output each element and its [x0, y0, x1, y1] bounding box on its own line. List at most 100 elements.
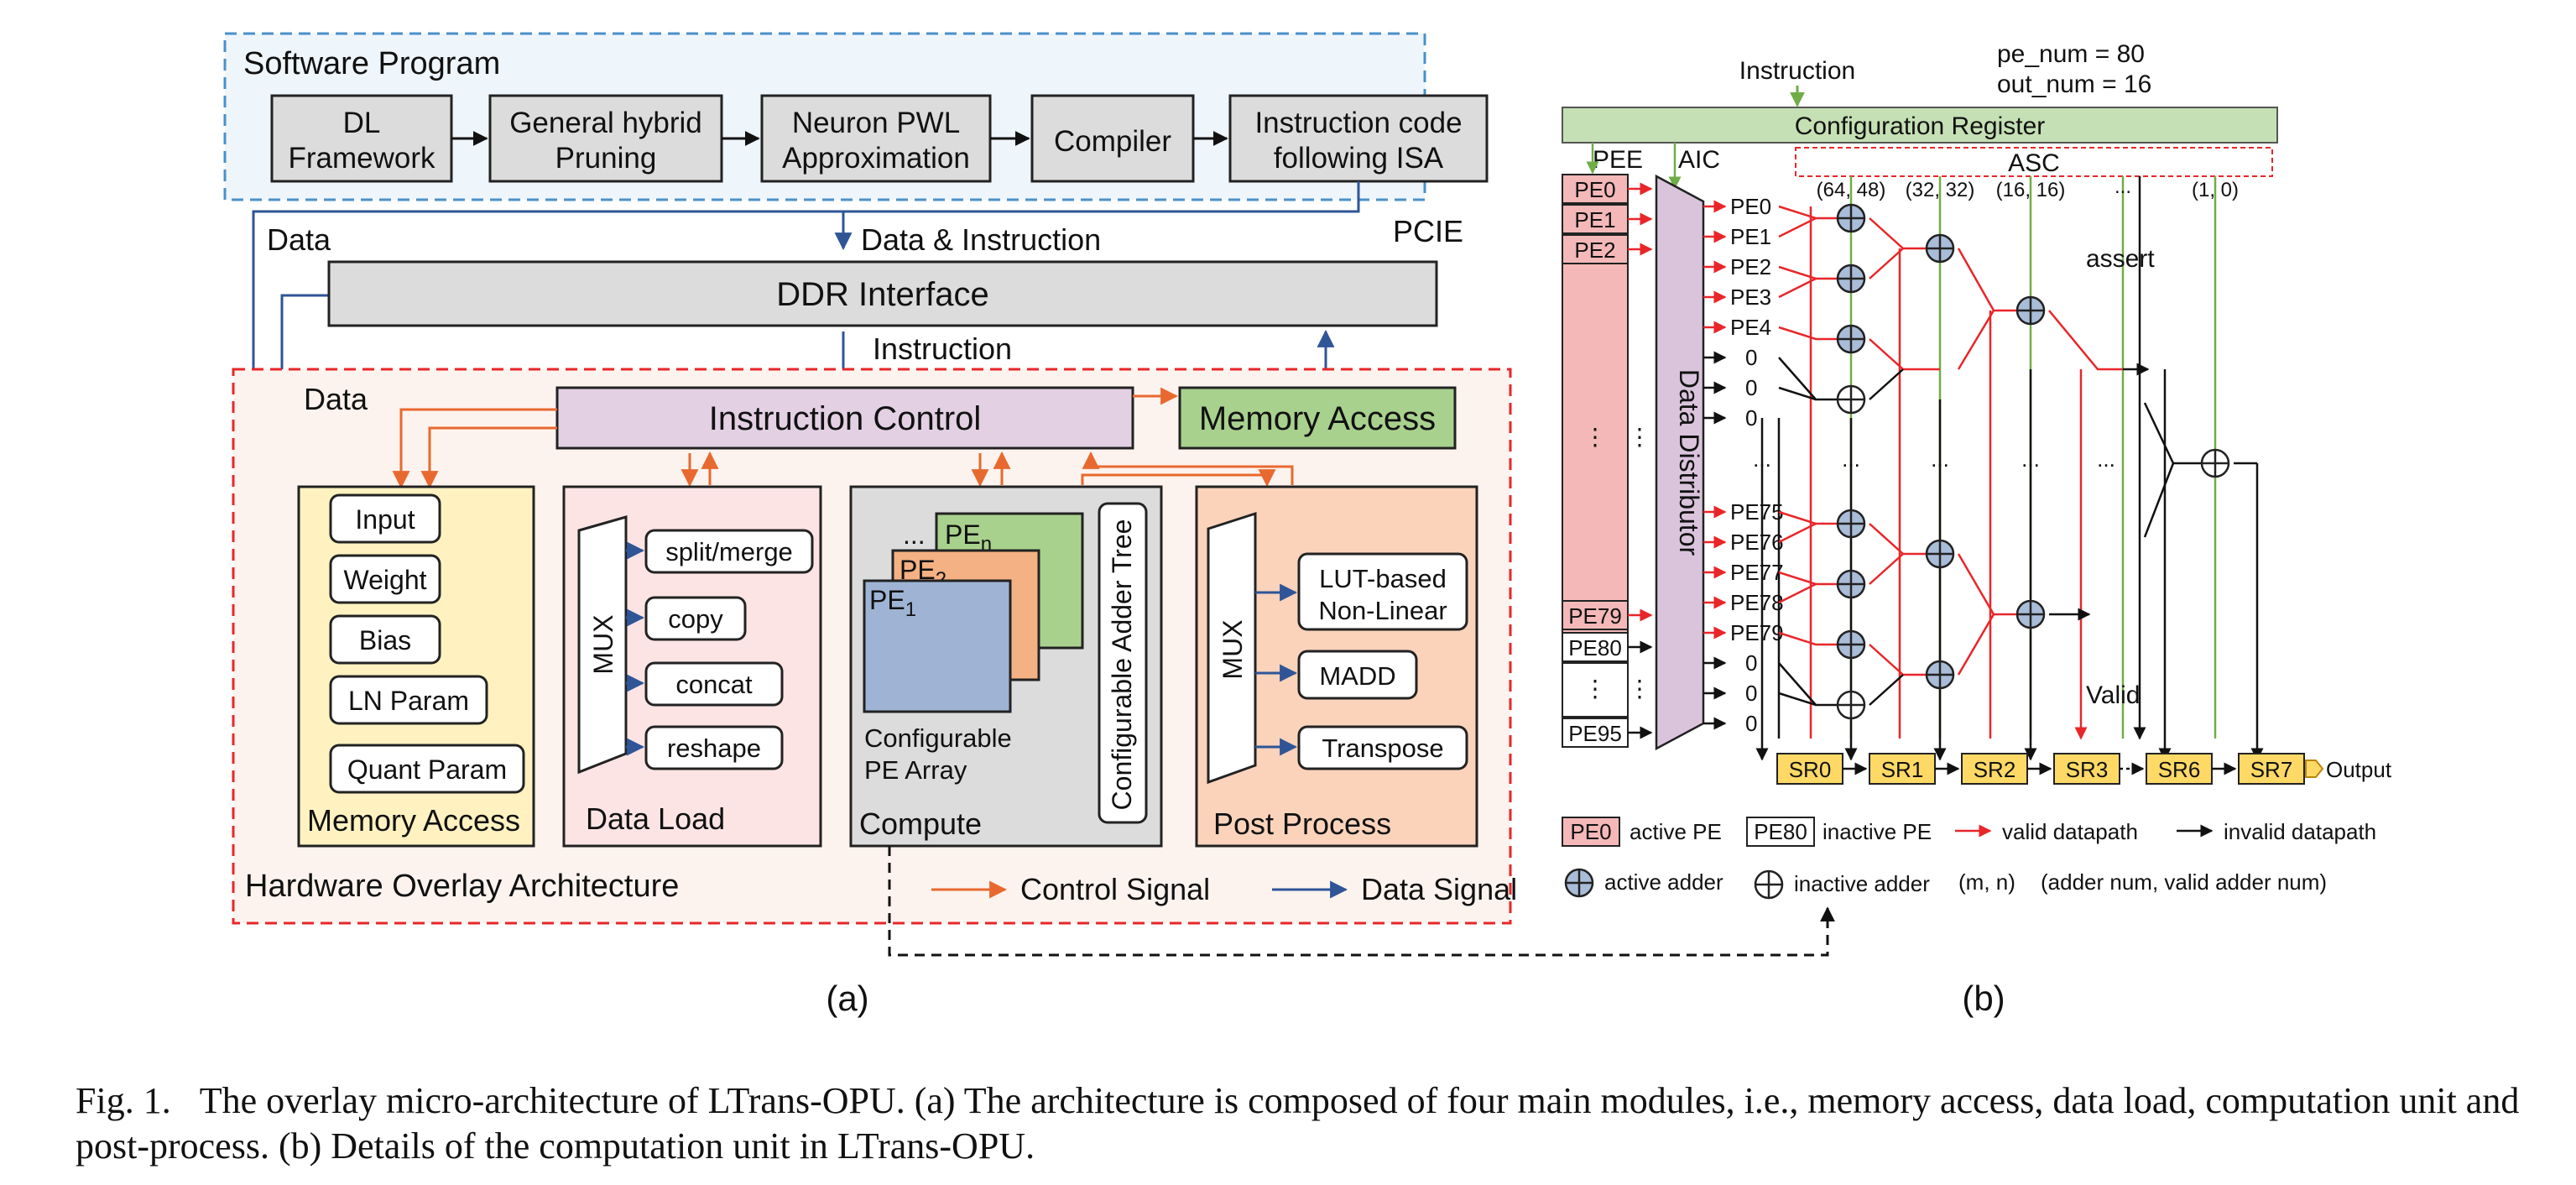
software-step-pwl-approximation: Neuron PWL Approximation	[760, 94, 992, 183]
pe-left-ellipsis-inactive: ⋮	[1583, 676, 1607, 702]
software-step-hybrid-pruning: General hybrid Pruning	[488, 94, 723, 183]
svg-text:PE76: PE76	[1730, 530, 1784, 555]
figure-caption: Fig. 1.The overlay micro-architecture of…	[76, 1078, 2559, 1169]
label-data-top: Data	[267, 222, 331, 257]
data-load-mux: MUX	[588, 614, 618, 674]
active-adder	[1836, 324, 1866, 354]
instruction-control-block: Instruction Control	[555, 386, 1134, 450]
caption-text: The overlay micro-architecture of LTrans…	[76, 1080, 2520, 1167]
svg-text:SR2: SR2	[1974, 757, 2016, 782]
svg-text:Input: Input	[355, 504, 415, 535]
active-adder	[2015, 599, 2046, 629]
svg-text:PE1: PE1	[1730, 224, 1771, 249]
svg-text:(32, 32): (32, 32)	[1906, 179, 1975, 201]
pe-left-pe95: PE95	[1562, 718, 1629, 748]
label-pcie: PCIE	[1393, 214, 1463, 248]
inactive-adder	[2200, 448, 2230, 478]
svg-text:valid datapath: valid datapath	[2002, 819, 2138, 844]
svg-text:(1, 0): (1, 0)	[2192, 179, 2239, 201]
distributor-outputs-bottom: PE75 PE76 PE77 PE78 PE79 0 0 0	[1703, 499, 1784, 736]
hardware-overlay-title: Hardware Overlay Architecture	[245, 869, 679, 904]
control-signal-paths	[392, 387, 1294, 489]
label-pee: PEE	[1593, 146, 1643, 174]
memory-item-input: Input	[329, 493, 441, 544]
svg-text:PE79: PE79	[1730, 620, 1784, 645]
post-transpose: Transpose	[1297, 725, 1468, 770]
svg-text:0: 0	[1745, 650, 1757, 676]
svg-text:Memory Access: Memory Access	[1199, 400, 1436, 437]
svg-text:LUT-based: LUT-based	[1319, 564, 1447, 593]
svg-text:Data Distributor: Data Distributor	[1674, 369, 1704, 556]
data-load-title: Data Load	[586, 801, 725, 836]
svg-text:inactive adder: inactive adder	[1794, 871, 1930, 896]
svg-text:Approximation: Approximation	[782, 142, 970, 175]
pe-array-label-2: PE Array	[864, 755, 967, 785]
svg-text:PE3: PE3	[1730, 285, 1771, 310]
svg-text:DDR Interface: DDR Interface	[776, 276, 988, 313]
svg-text:Quant Param: Quant Param	[347, 754, 507, 785]
svg-text:SR1: SR1	[1881, 757, 1924, 782]
shift-register-sr6: SR6	[2146, 753, 2213, 785]
panel-b-legend: PE0 active PE PE80 inactive PE valid dat…	[1562, 817, 2376, 900]
active-adder	[1925, 539, 1955, 569]
distributor-outputs-top: PE0 PE1 PE2 PE3 PE4 0 0 0	[1703, 194, 1771, 431]
active-adder	[1836, 203, 1866, 233]
svg-text:Instruction code: Instruction code	[1254, 107, 1462, 139]
label-valid: Valid	[2086, 681, 2140, 709]
svg-text:...: ...	[1842, 446, 1860, 472]
svg-text:Instruction Control: Instruction Control	[709, 400, 982, 437]
panel-b-sublabel: (b)	[1962, 979, 2005, 1018]
shift-register-sr3: SR3	[2053, 753, 2120, 785]
svg-text:inactive PE: inactive PE	[1822, 819, 1932, 844]
svg-text:PE80: PE80	[1568, 635, 1622, 660]
svg-text:General hybrid: General hybrid	[509, 107, 702, 139]
svg-text:(adder num, valid adder num): (adder num, valid adder num)	[2041, 869, 2327, 895]
svg-text:PE1: PE1	[1574, 207, 1615, 232]
pe-stack-dots: ...	[903, 519, 926, 550]
memory-access-module-title: Memory Access	[307, 803, 520, 838]
shift-register-sr0: SR0	[1776, 753, 1843, 785]
svg-text:(64, 48): (64, 48)	[1817, 179, 1886, 201]
svg-text:Non-Linear: Non-Linear	[1318, 596, 1447, 625]
shift-register-sr1: SR1	[1869, 753, 1936, 785]
svg-text:SR6: SR6	[2158, 757, 2201, 782]
svg-text:PE1: PE1	[869, 585, 916, 621]
panel-a: Software Program DL Framework General hy…	[223, 32, 1835, 1018]
pe-left-ellipsis-active: ⋮	[1583, 424, 1607, 450]
caption-prefix: Fig. 1.	[76, 1080, 171, 1121]
data-load-reshape: reshape	[644, 725, 784, 770]
svg-text:PE2: PE2	[1574, 238, 1615, 263]
label-instruction-b: Instruction	[1739, 57, 1855, 85]
svg-text:following ISA: following ISA	[1274, 142, 1444, 175]
svg-text:DL: DL	[343, 107, 381, 139]
svg-text:SR7: SR7	[2250, 757, 2293, 782]
active-adder	[1836, 264, 1866, 294]
label-assert: assert	[2086, 245, 2155, 273]
compute-detail-link	[888, 846, 1835, 957]
label-asc: ASC	[2008, 149, 2060, 177]
svg-text:active PE: active PE	[1630, 819, 1722, 844]
active-adder	[1836, 509, 1866, 539]
svg-text:PE75: PE75	[1730, 499, 1784, 525]
label-output: Output	[2326, 757, 2392, 782]
svg-text:PE0: PE0	[1730, 194, 1771, 219]
svg-text:0: 0	[1745, 681, 1757, 706]
svg-text:...: ...	[2115, 175, 2131, 198]
svg-text:PE2: PE2	[1730, 254, 1771, 279]
data-distributor: Data Distributor	[1655, 174, 1705, 751]
software-program-title: Software Program	[243, 46, 500, 81]
active-adder	[1925, 233, 1955, 264]
svg-text:invalid datapath: invalid datapath	[2224, 819, 2376, 844]
data-load-concat: concat	[644, 661, 784, 707]
data-load-module: MUX split/merge copy concat reshape Data…	[562, 485, 822, 848]
adder-tree-top	[1755, 176, 2264, 761]
svg-text:PE4: PE4	[1730, 315, 1771, 340]
svg-text:Data Signal: Data Signal	[1361, 872, 1517, 906]
svg-text:0: 0	[1745, 405, 1757, 431]
svg-text:0: 0	[1745, 375, 1757, 400]
svg-text:PE79: PE79	[1568, 603, 1622, 629]
panel-a-legend: Control Signal Data Signal	[931, 872, 1517, 906]
svg-text:Pruning: Pruning	[555, 142, 657, 175]
adder-tree-label: Configurable Adder Tree	[1107, 519, 1137, 811]
